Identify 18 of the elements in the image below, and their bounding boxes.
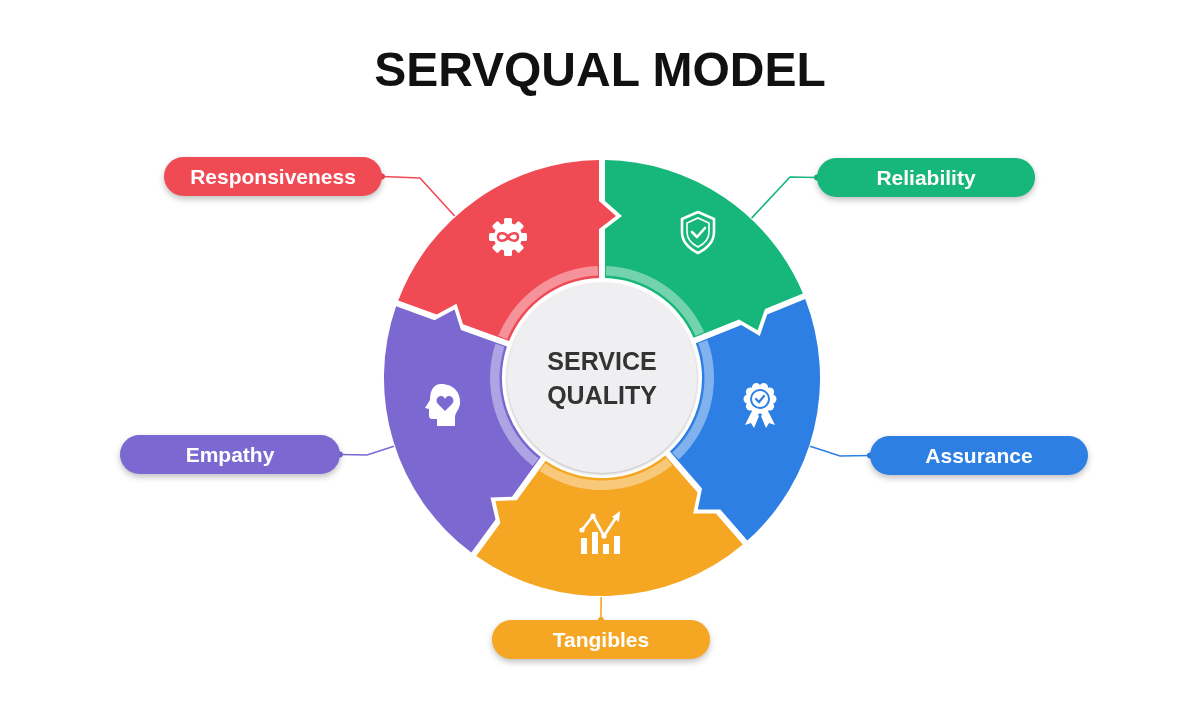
category-pill — [870, 436, 1088, 475]
category-pill — [817, 158, 1035, 197]
ring-segment — [605, 160, 803, 338]
category-pill — [164, 157, 382, 196]
category-label: Assurance — [925, 443, 1033, 468]
center-label: SERVICE QUALITY — [546, 346, 658, 411]
category-label: Empathy — [185, 442, 275, 467]
category-pill — [492, 620, 710, 659]
ring-segment — [476, 455, 743, 596]
category-label: Reliability — [876, 165, 976, 190]
category-pill — [120, 435, 340, 474]
category-label: Responsiveness — [190, 164, 356, 189]
ring-segment — [398, 160, 616, 341]
ring-segment — [384, 306, 541, 553]
title: SERVQUAL MODEL — [374, 42, 826, 97]
ring-segment — [669, 299, 820, 541]
category-label: Tangibles — [552, 627, 650, 652]
leader-line — [598, 596, 604, 623]
